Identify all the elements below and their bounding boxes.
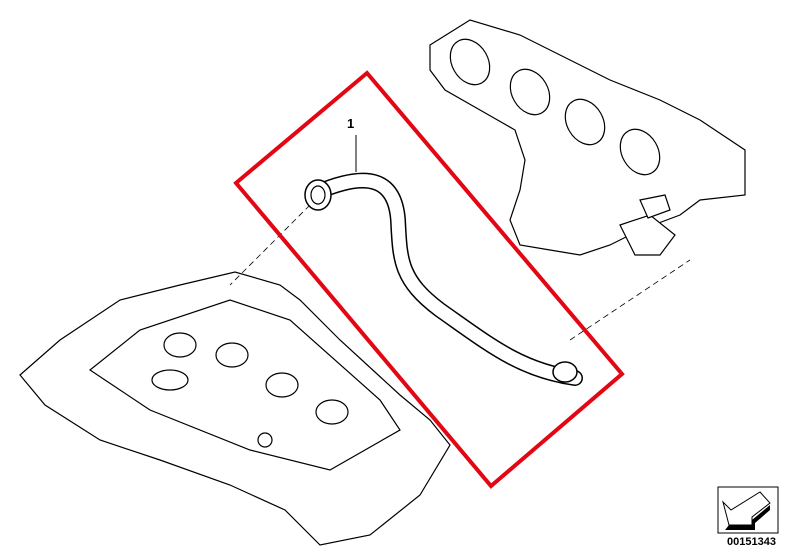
valve-cover <box>19 271 451 546</box>
highlight-frame <box>233 70 625 489</box>
intake-manifold <box>429 19 746 256</box>
diagram-reference-number: 00151343 <box>727 536 776 548</box>
breather-hose <box>304 172 583 386</box>
hose-connector-end <box>552 361 578 383</box>
part-number-label: 1 <box>347 116 355 131</box>
leader-lines <box>229 204 691 341</box>
orientation-arrow-icon <box>717 486 779 534</box>
